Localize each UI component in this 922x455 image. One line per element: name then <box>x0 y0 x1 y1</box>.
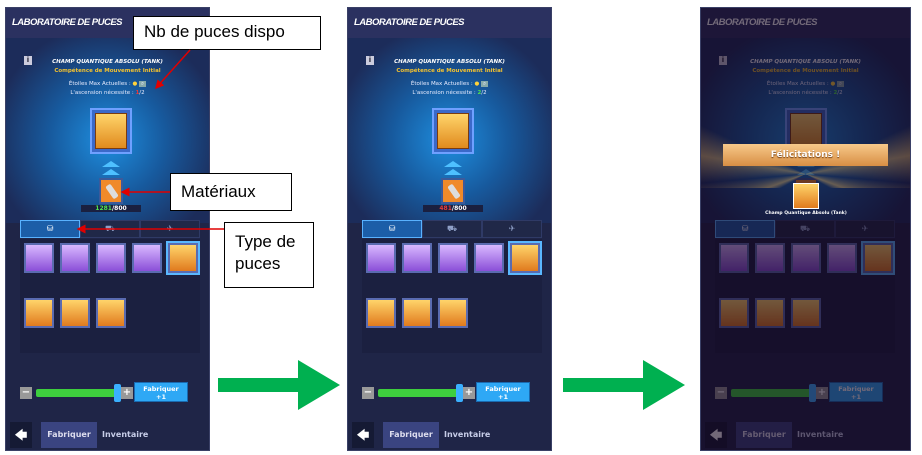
chip-name: CHAMP QUANTIQUE ABSOLU (TANK) <box>394 59 505 65</box>
chip-slot[interactable] <box>366 298 396 328</box>
chevron-up-icon <box>444 167 462 175</box>
chip-skill: Compétence de Mouvement Initial <box>54 68 161 74</box>
chip-slot[interactable] <box>60 243 90 273</box>
chip-grid <box>20 239 200 353</box>
ascension-requirement: L'ascension nécessite : 1/2 <box>70 90 145 96</box>
slider-handle[interactable] <box>456 384 463 402</box>
info-icon[interactable]: i <box>366 56 374 65</box>
nav-tab-craft[interactable]: Fabriquer <box>383 422 439 448</box>
quantity-slider[interactable] <box>36 389 116 397</box>
tab-chip-type-1[interactable]: ⛁ <box>362 220 422 238</box>
chip-slot[interactable] <box>24 243 54 273</box>
nav-tab-craft[interactable]: Fabriquer <box>41 422 97 448</box>
back-button[interactable]: 🡄 <box>352 422 374 448</box>
page-title: LABORATOIRE DE PUCES <box>348 8 551 38</box>
chip-slot[interactable] <box>402 243 432 273</box>
chip-slot[interactable] <box>402 298 432 328</box>
chip-slot[interactable] <box>438 298 468 328</box>
tab-chip-type-3[interactable]: ✈ <box>482 220 542 238</box>
game-screen-3: LABORATOIRE DE PUCES i CHAMP QUANTIQUE A… <box>700 7 911 451</box>
quantity-slider[interactable] <box>378 389 458 397</box>
chip-name: CHAMP QUANTIQUE ABSOLU (TANK) <box>52 59 163 65</box>
tab-chip-type-2[interactable]: ⛟ <box>422 220 482 238</box>
congrats-banner: Félicitations ! <box>723 144 888 166</box>
chip-slot[interactable] <box>96 298 126 328</box>
chip-type-tabs: ⛁ ⛟ ✈ <box>362 220 542 238</box>
chip-slot[interactable] <box>132 243 162 273</box>
material-icon <box>441 178 465 204</box>
annotation-chip-type: Type de puces <box>224 222 314 288</box>
chip-slot[interactable] <box>96 243 126 273</box>
decrease-button[interactable]: − <box>362 387 374 399</box>
chip-slot[interactable] <box>438 243 468 273</box>
chip-slot[interactable] <box>166 241 200 275</box>
material-count: 1281/800 <box>81 205 141 212</box>
chip-card <box>432 108 474 154</box>
craft-button[interactable]: Fabriquer+1 <box>476 382 530 402</box>
star-icon: ● <box>474 81 480 87</box>
stars-label: Étoiles Max Actuelles : ● ⌕ <box>68 81 147 87</box>
game-screen-2: LABORATOIRE DE PUCES i CHAMP QUANTIQUE A… <box>347 7 552 451</box>
chip-slot[interactable] <box>60 298 90 328</box>
decrease-button[interactable]: − <box>20 387 32 399</box>
green-arrow-1 <box>218 360 340 410</box>
stars-label: Étoiles Max Actuelles : ● ⌕ <box>410 81 489 87</box>
chip-slot[interactable] <box>474 243 504 273</box>
annotation-materials: Matériaux <box>170 173 292 211</box>
chevron-up-icon <box>102 167 120 175</box>
chip-card <box>90 108 132 154</box>
reward-chip <box>793 183 819 209</box>
chevron-up-icon <box>444 159 462 167</box>
chip-skill: Compétence de Mouvement Initial <box>396 68 503 74</box>
material-count: 481/800 <box>423 205 483 212</box>
star-icon: ● <box>132 81 138 87</box>
ascension-have: 2 <box>477 90 482 96</box>
reward-label: Champ Quantique Absolu (Tank) <box>765 211 847 216</box>
increase-button[interactable]: + <box>463 387 475 399</box>
chip-slot[interactable] <box>508 241 542 275</box>
nav-tab-inventory[interactable]: Inventaire <box>102 430 149 439</box>
info-icon[interactable]: i <box>24 56 32 65</box>
green-arrow-2 <box>563 360 685 410</box>
back-button[interactable]: 🡄 <box>10 422 32 448</box>
increase-button[interactable]: + <box>121 387 133 399</box>
search-icon[interactable]: ⌕ <box>481 81 489 87</box>
ascension-have: 1 <box>135 90 140 96</box>
slider-handle[interactable] <box>114 384 121 402</box>
annotation-chips-available: Nb de puces dispo <box>133 16 321 50</box>
search-icon[interactable]: ⌕ <box>139 81 147 87</box>
chip-grid <box>362 239 542 353</box>
chip-slot[interactable] <box>366 243 396 273</box>
nav-tab-inventory[interactable]: Inventaire <box>444 430 491 439</box>
ascension-requirement: L'ascension nécessite : 2/2 <box>412 90 487 96</box>
craft-button[interactable]: Fabriquer+1 <box>134 382 188 402</box>
overlay <box>701 8 910 450</box>
chip-slot[interactable] <box>24 298 54 328</box>
chevron-up-icon <box>102 159 120 167</box>
red-arrow-chips <box>154 49 191 90</box>
